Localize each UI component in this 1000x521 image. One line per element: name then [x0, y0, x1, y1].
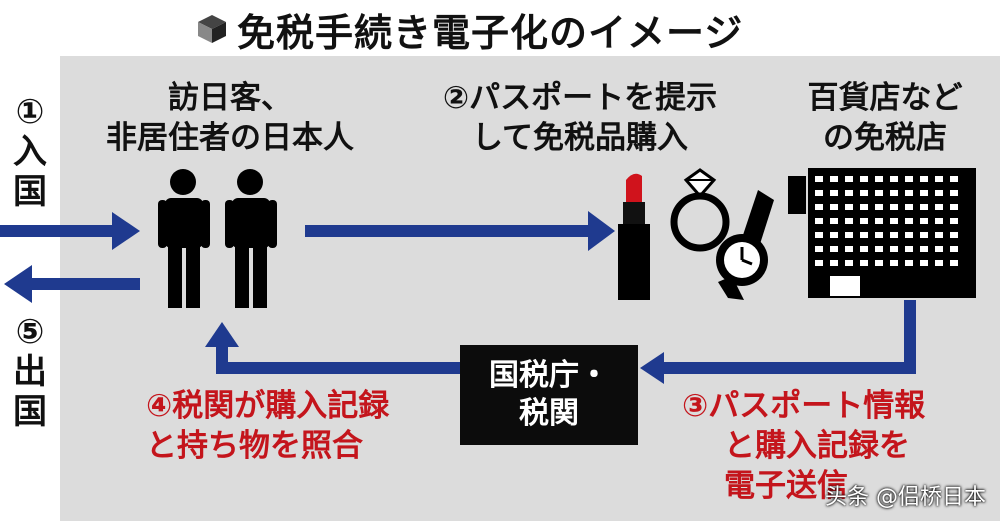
visitor-label: 訪日客、 非居住者の日本人 — [70, 78, 390, 158]
verify-arrow — [216, 345, 460, 374]
store-label: 百貨店など の免税店 — [780, 78, 990, 158]
watch-icon — [716, 190, 774, 300]
agency-label-line2: 税関 — [519, 396, 579, 431]
step3-label: ③パスポート情報 と購入記録を 電子送信 — [682, 386, 925, 506]
step2-label-line1: ②パスポートを提示 — [442, 80, 718, 116]
step3-label-line1: ③パスポート情報 — [682, 388, 926, 424]
entry-arrow — [0, 212, 140, 250]
purchase-arrow — [305, 211, 615, 251]
cube-icon — [198, 15, 226, 43]
visitor-label-line1: 訪日客、 — [168, 80, 292, 116]
title-block: 免税手続き電子化のイメージ — [195, 6, 743, 55]
source-watermark: 头条 @侣桥日本 — [825, 485, 986, 510]
person-icon — [225, 169, 277, 308]
step4-label-line1: ④税関が購入記録 — [146, 388, 390, 424]
person-icon — [158, 169, 210, 308]
agency-label-line1: 国税庁・ — [489, 358, 609, 393]
ring-icon — [670, 168, 730, 252]
store-building-icon — [788, 168, 976, 298]
entry-label: ①入国 — [13, 92, 47, 212]
diagram-title: 免税手続き電子化のイメージ — [237, 10, 744, 55]
exit-arrow — [4, 265, 140, 303]
step4-label: ④税関が購入記録 と持ち物を照合 — [146, 386, 389, 466]
store-label-line2: の免税店 — [823, 120, 947, 156]
tax-agency-box: 国税庁・ 税関 — [460, 345, 638, 445]
exit-label: ⑤出国 — [13, 312, 47, 432]
transmit-arrow — [662, 300, 916, 374]
visitor-label-line2: 非居住者の日本人 — [106, 120, 354, 156]
step3-label-line2: と購入記録を — [724, 428, 910, 464]
step2-label-line2: して免税品購入 — [471, 120, 689, 156]
store-label-line1: 百貨店など — [807, 80, 963, 116]
step2-label: ②パスポートを提示 して免税品購入 — [400, 78, 760, 158]
lipstick-icon — [618, 173, 650, 300]
step4-label-line2: と持ち物を照合 — [146, 428, 363, 464]
step3-label-line3: 電子送信 — [724, 468, 848, 504]
